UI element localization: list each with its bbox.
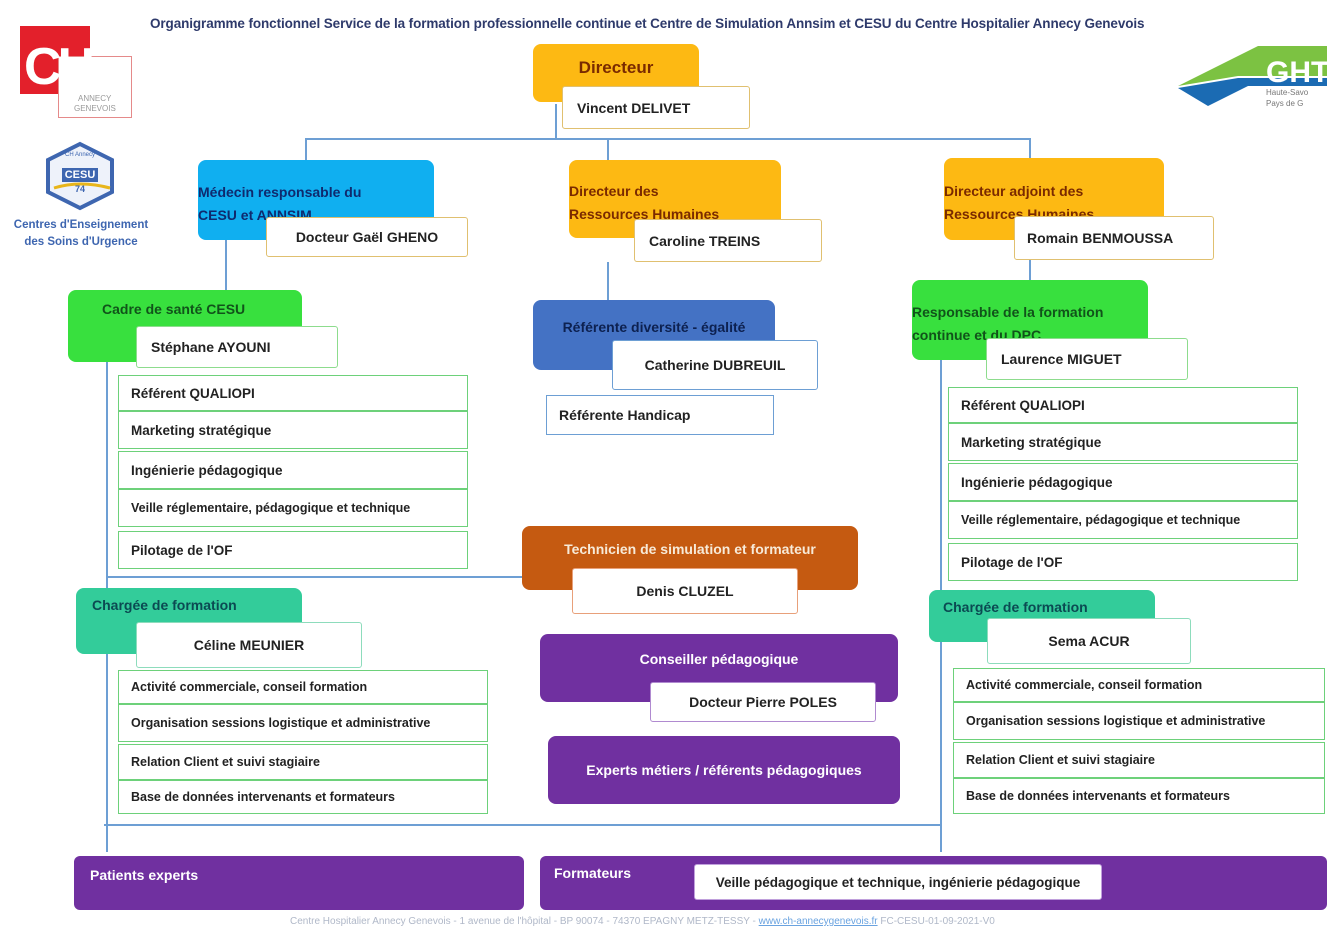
task-right-item: Veille réglementaire, pédagogique et tec… [948,501,1298,539]
task-left-item: Veille réglementaire, pédagogique et tec… [118,489,468,527]
task-right-item: Ingénierie pédagogique [948,463,1298,501]
patients-experts-box: Patients experts [74,856,524,910]
ght-logo: GHT Haute-Savo Pays de G [1178,46,1327,116]
chargee-right-task: Activité commerciale, conseil formation [953,668,1325,702]
task-right-item: Référent QUALIOPI [948,387,1298,423]
task-left-item: Pilotage de l'OF [118,531,468,569]
chargee-right-task: Organisation sessions logistique et admi… [953,702,1325,740]
ght-logo-letters: GHT [1266,56,1327,89]
drh-name: Caroline TREINS [634,219,822,262]
referente-handicap: Référente Handicap [546,395,774,435]
ght-logo-line1: Haute-Savo [1266,88,1309,97]
footer-address: Centre Hospitalier Annecy Genevois - 1 a… [290,916,759,927]
connector [1029,138,1031,158]
ch-logo-letters: CH [24,38,95,96]
task-right-item: Marketing stratégique [948,423,1298,461]
task-left-item: Ingénierie pédagogique [118,451,468,489]
connector [607,138,609,160]
chargee-right-role: Chargée de formation [929,590,1155,642]
formateurs-task: Veille pédagogique et technique, ingénie… [694,864,1102,900]
connector [104,824,942,826]
task-left-item: Référent QUALIOPI [118,375,468,411]
conseiller-name: Docteur Pierre POLES [650,682,876,722]
connector [106,576,526,578]
cesu-caption-2: des Soins d'Urgence [24,236,138,248]
footer-link[interactable]: www.ch-annecygenevois.fr [758,916,878,927]
chargee-left-task: Relation Client et suivi stagiaire [118,744,488,780]
ch-logo-line2: GENEVOIS [74,104,116,113]
experts-box: Experts métiers / référents pédagogiques [548,736,900,804]
chargee-left-name: Céline MEUNIER [136,622,362,668]
cadre-name: Stéphane AYOUNI [136,326,338,368]
cesu-logo-top: CH Annecy [64,152,95,158]
connector [225,240,227,290]
chargee-left-task: Base de données intervenants et formateu… [118,780,488,814]
ch-logo: CH ANNECY GENEVOIS [18,26,132,122]
directeur-name: Vincent DELIVET [562,86,750,129]
diversite-name: Catherine DUBREUIL [612,340,818,390]
page-title: Organigramme fonctionnel Service de la f… [150,16,1145,31]
chargee-right-task: Relation Client et suivi stagiaire [953,742,1325,778]
technicien-name: Denis CLUZEL [572,568,798,614]
medecin-name: Docteur Gaël GHENO [266,217,468,257]
cesu-caption-1: Centres d'Enseignement [13,219,149,231]
task-left-item: Marketing stratégique [118,411,468,449]
chargee-right-task: Base de données intervenants et formateu… [953,778,1325,814]
drh-adjoint-name: Romain BENMOUSSA [1014,216,1214,260]
connector [1029,260,1031,280]
resp-formation-name: Laurence MIGUET [986,338,1188,380]
ch-logo-line1: ANNECY [78,94,112,103]
ght-logo-line2: Pays de G [1266,99,1304,108]
task-right-item: Pilotage de l'OF [948,543,1298,581]
cesu-logo-num: 74 [74,184,85,194]
connector [305,138,307,160]
cesu-logo: CH Annecy CESU 74 [40,140,120,212]
connector [607,262,609,300]
chargee-right-name: Sema ACUR [987,618,1191,664]
connector [305,138,1031,140]
footer-ref: FC-CESU-01-09-2021-V0 [877,916,995,927]
footer: Centre Hospitalier Annecy Genevois - 1 a… [290,916,995,927]
cesu-logo-mid: CESU [64,169,96,181]
connector [555,104,557,140]
chargee-left-task: Organisation sessions logistique et admi… [118,704,488,742]
chargee-left-task: Activité commerciale, conseil formation [118,670,488,704]
